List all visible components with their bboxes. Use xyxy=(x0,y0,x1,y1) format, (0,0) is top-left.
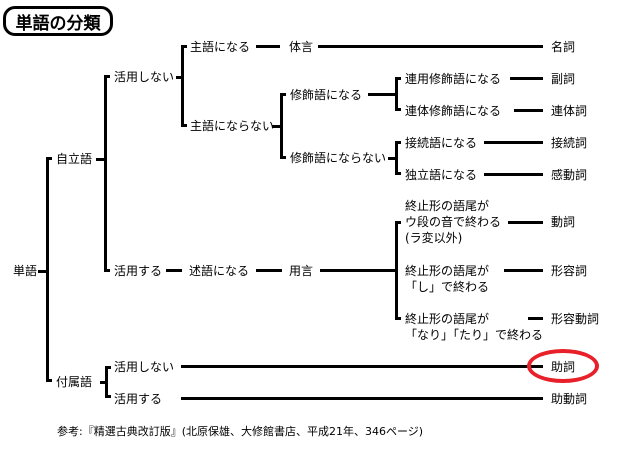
connector-line xyxy=(395,108,401,111)
connector-line xyxy=(318,45,543,48)
connector-line xyxy=(104,75,110,78)
connector-line xyxy=(510,77,543,80)
diagram-title: 単語の分類 xyxy=(3,6,113,36)
node-keiyoudoushi-cond-1: 終止形の語尾が xyxy=(405,312,490,326)
connector-line xyxy=(166,269,182,272)
reference-note: 参考:『精選古典改訂版』(北原保雄、大修館書店、平成21年、346ページ) xyxy=(57,425,424,438)
connector-line xyxy=(104,269,110,272)
node-katsuyou-suru: 活用する xyxy=(114,264,163,278)
node-keiyoushi-cond-2: 「し」で終わる xyxy=(405,280,490,294)
connector-line xyxy=(280,93,286,96)
connector-line xyxy=(181,45,187,48)
bracket-line xyxy=(46,157,49,382)
node-jodoushi: 助動詞 xyxy=(551,392,588,406)
node-jiritsugo: 自立語 xyxy=(56,152,93,166)
node-shuushokugo-ni-naranai: 修飾語にならない xyxy=(290,151,387,165)
node-renyou: 連用修飾語になる xyxy=(405,72,502,86)
node-shugo-ni-naranai: 主語にならない xyxy=(190,119,275,133)
node-dokuritsugo: 独立語になる xyxy=(405,168,478,182)
bracket-line xyxy=(181,45,184,127)
connector-line xyxy=(395,221,401,224)
node-setsuzokugo: 接続語になる xyxy=(405,136,478,150)
connector-line xyxy=(504,269,543,272)
node-keiyoushi-cond-1: 終止形の語尾が xyxy=(405,264,490,278)
connector-line xyxy=(181,124,187,127)
connector-line xyxy=(256,269,282,272)
bracket-line xyxy=(395,77,398,111)
node-doushi-cond-1: 終止形の語尾が xyxy=(405,199,490,213)
connector-line xyxy=(176,76,182,79)
bracket-line xyxy=(395,221,398,320)
node-fuzokugo: 付属語 xyxy=(56,375,93,389)
node-kandoushi: 感動詞 xyxy=(551,168,588,182)
node-keiyoushi: 形容詞 xyxy=(551,264,588,278)
connector-line xyxy=(395,317,401,320)
connector-line xyxy=(272,125,280,128)
connector-line xyxy=(528,317,543,320)
bracket-line xyxy=(104,75,107,272)
node-yougen: 用言 xyxy=(289,264,314,278)
bracket-line xyxy=(105,366,108,398)
node-fuzoku-katsuyou-suru: 活用する xyxy=(114,392,163,406)
connector-line xyxy=(181,365,543,368)
connector-line xyxy=(484,141,543,144)
connector-line xyxy=(395,77,401,80)
highlight-circle xyxy=(527,349,599,383)
connector-line xyxy=(280,156,286,159)
connector-line xyxy=(46,379,52,382)
connector-line xyxy=(100,381,106,384)
node-keiyoudoushi-cond-2: 「なり」「たり」で終わる xyxy=(405,328,544,342)
node-rentai: 連体修飾語になる xyxy=(405,104,502,118)
node-katsuyou-shinai: 活用しない xyxy=(114,70,175,84)
node-shuushokugo-ni-naru: 修飾語になる xyxy=(290,88,363,102)
bracket-line xyxy=(395,141,398,175)
connector-line xyxy=(256,45,280,48)
connector-line xyxy=(388,157,396,160)
connector-line xyxy=(181,397,543,400)
node-jutsugo: 述語になる xyxy=(189,264,250,278)
connector-line xyxy=(96,158,104,161)
connector-line xyxy=(320,269,396,272)
node-taigen: 体言 xyxy=(289,40,314,54)
node-doushi-cond-2: ウ段の音で終わる xyxy=(405,215,502,229)
bracket-line xyxy=(280,93,283,159)
node-meishi: 名詞 xyxy=(551,40,576,54)
connector-line xyxy=(514,109,543,112)
node-fukushi: 副詞 xyxy=(551,72,576,86)
node-keiyoudoushi: 形容動詞 xyxy=(551,312,600,326)
connector-line xyxy=(105,395,111,398)
node-doushi-cond-3: (ラ変以外) xyxy=(405,231,463,245)
node-fuzoku-katsuyou-shinai: 活用しない xyxy=(114,360,175,374)
connector-line xyxy=(46,157,52,160)
node-doushi: 動詞 xyxy=(551,215,576,229)
connector-line xyxy=(484,173,543,176)
connector-line xyxy=(105,366,111,369)
node-setsuzokushi: 接続詞 xyxy=(551,136,588,150)
connector-line xyxy=(395,141,401,144)
connector-line xyxy=(395,172,401,175)
node-root: 単語 xyxy=(13,264,38,278)
connector-line xyxy=(38,270,46,273)
node-shugo-ni-naru: 主語になる xyxy=(190,40,251,54)
connector-line xyxy=(368,93,396,96)
connector-line xyxy=(508,221,543,224)
node-rentaishi: 連体詞 xyxy=(551,104,588,118)
